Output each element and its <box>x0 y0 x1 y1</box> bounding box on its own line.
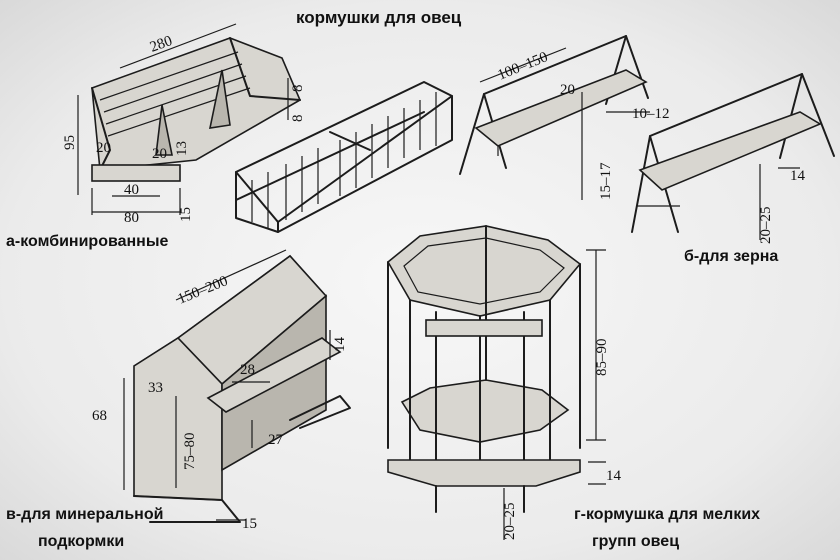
feeder-g-lower-band <box>387 459 581 487</box>
dim-b-trough-h: 10–12 <box>632 106 670 122</box>
dim-b2-w: 14 <box>790 168 806 184</box>
dim-v-length: 150–200 <box>176 273 231 308</box>
dim-a-side-bottom: 8 <box>290 115 306 123</box>
feeder-a-post-left <box>155 104 173 156</box>
dim-v-box: 28 <box>240 362 255 378</box>
dim-v-height: 68 <box>92 408 107 424</box>
feeder-g-bottom <box>400 379 570 443</box>
dim-a-base-h: 15 <box>178 207 194 222</box>
feeder-a-rack <box>235 81 453 233</box>
feeder-v-mineral: 150–200 14 28 33 68 75–80 27 15 <box>92 249 351 532</box>
label-v-mineral-line2: подкормки <box>38 533 125 550</box>
dim-a-side-top: 8 <box>290 85 306 93</box>
dim-a-post-gap: 13 <box>174 141 190 156</box>
dim-b-leg-h: 15–17 <box>598 162 614 200</box>
feeder-v-tray <box>206 337 342 413</box>
feeder-a-combined: 280 95 20 20 13 40 80 15 8 8 <box>62 23 306 226</box>
feeder-g-top-rim <box>386 225 582 317</box>
label-a-combined: а-комбинированные <box>6 233 169 250</box>
dim-g-legs: 20–25 <box>502 503 518 541</box>
dim-b-trough-w: 20 <box>560 82 575 98</box>
dim-v-roof: 14 <box>332 337 348 353</box>
dim-a-length: 280 <box>148 33 175 56</box>
label-g-small-groups-line1: г-кормушка для мелких <box>574 506 761 523</box>
dim-a-base-inner: 40 <box>124 182 139 198</box>
feeder-b-top: 100–150 20 10–12 15–17 <box>459 35 670 200</box>
dim-v-base: 15 <box>242 516 257 532</box>
dim-a-base-outer: 80 <box>124 210 139 226</box>
label-v-mineral-line1: в-для минеральной <box>6 506 164 523</box>
dim-g-bottom: 14 <box>606 468 622 484</box>
feeder-b-bottom: 14 20–25 <box>631 73 835 245</box>
feeder-g-octagonal: 85–90 14 20–25 <box>386 225 622 541</box>
dim-v-width: 33 <box>148 380 163 396</box>
dim-v-inner-h: 75–80 <box>182 433 198 471</box>
feeder-b-top-trough <box>474 69 648 147</box>
dim-a-post-left: 20 <box>96 140 111 156</box>
feeder-g-upper-bar <box>425 319 543 337</box>
dim-a-post-mid: 20 <box>152 146 167 162</box>
feeder-a-base <box>91 164 181 182</box>
diagram-title: кормушки для овец <box>296 8 462 27</box>
label-b-grain: б-для зерна <box>684 248 779 265</box>
dim-g-height: 85–90 <box>594 339 610 377</box>
dim-b2-h: 20–25 <box>758 207 774 245</box>
label-g-small-groups-line2: групп овец <box>592 533 680 550</box>
dim-a-height: 95 <box>62 135 78 150</box>
feeder-a-body <box>91 37 302 171</box>
feeder-a-post-right <box>208 69 231 129</box>
dim-v-tray: 27 <box>268 432 284 448</box>
feeder-b-bottom-trough <box>638 111 822 191</box>
